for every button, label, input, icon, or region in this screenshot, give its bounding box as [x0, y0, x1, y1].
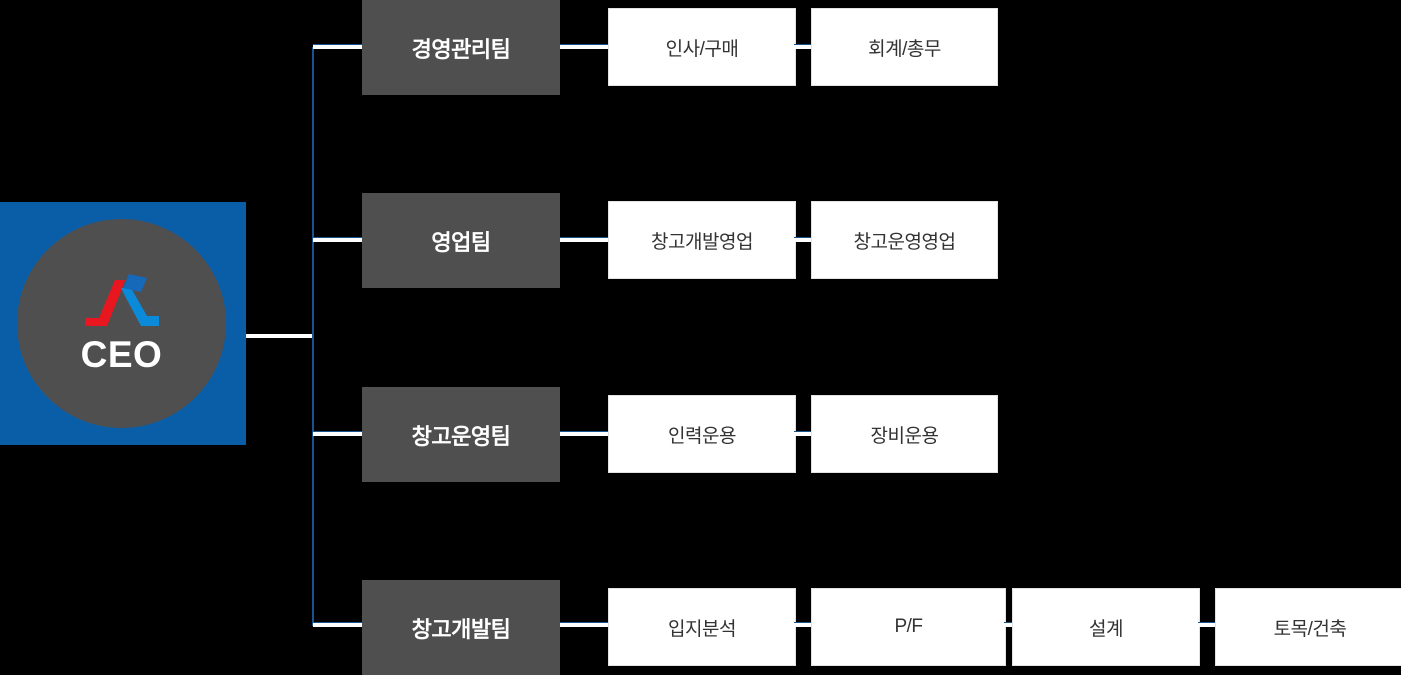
- dept-box-4-4[interactable]: 토목/건축: [1215, 588, 1401, 666]
- ceo-node[interactable]: CEO: [0, 202, 246, 445]
- team-box-4[interactable]: 창고개발팀: [362, 580, 560, 675]
- dept-box-1-2[interactable]: 회계/총무: [811, 8, 998, 86]
- link-team3-dept1: [560, 431, 609, 436]
- dept-box-3-1[interactable]: 인력운용: [608, 395, 796, 473]
- branch-connector-4: [313, 622, 362, 627]
- dept-box-1-1[interactable]: 인사/구매: [608, 8, 796, 86]
- ceo-circle: CEO: [17, 219, 226, 428]
- link-team1-dept1: [560, 44, 609, 49]
- link-dept3-dept4-row4: [1198, 622, 1218, 627]
- ceo-trunk-horizontal-connector: [246, 334, 314, 338]
- dept-box-3-2[interactable]: 장비운용: [811, 395, 998, 473]
- branch-connector-2: [313, 237, 362, 242]
- link-dept2-dept3-row4: [1004, 622, 1016, 627]
- ceo-label: CEO: [80, 334, 163, 375]
- link-dept1-dept2-row3: [794, 431, 813, 436]
- branch-connector-1: [313, 44, 362, 49]
- link-team4-dept1: [560, 622, 609, 627]
- team-box-3[interactable]: 창고운영팀: [362, 387, 560, 482]
- link-dept1-dept2-row1: [794, 44, 813, 49]
- dept-box-2-2[interactable]: 창고운영영업: [811, 201, 998, 279]
- dept-box-4-1[interactable]: 입지분석: [608, 588, 796, 666]
- dept-box-4-3[interactable]: 설계: [1012, 588, 1200, 666]
- team-box-2[interactable]: 영업팀: [362, 193, 560, 288]
- link-dept1-dept2-row2: [794, 237, 813, 242]
- trunk-vertical-connector: [312, 47, 314, 626]
- dept-box-4-2[interactable]: P/F: [811, 588, 1006, 666]
- dept-box-2-1[interactable]: 창고개발영업: [608, 201, 796, 279]
- link-dept1-dept2-row4: [794, 622, 813, 627]
- team-box-1[interactable]: 경영관리팀: [362, 0, 560, 95]
- link-team2-dept1: [560, 237, 609, 242]
- branch-connector-3: [313, 431, 362, 436]
- company-logo-icon: [84, 274, 159, 326]
